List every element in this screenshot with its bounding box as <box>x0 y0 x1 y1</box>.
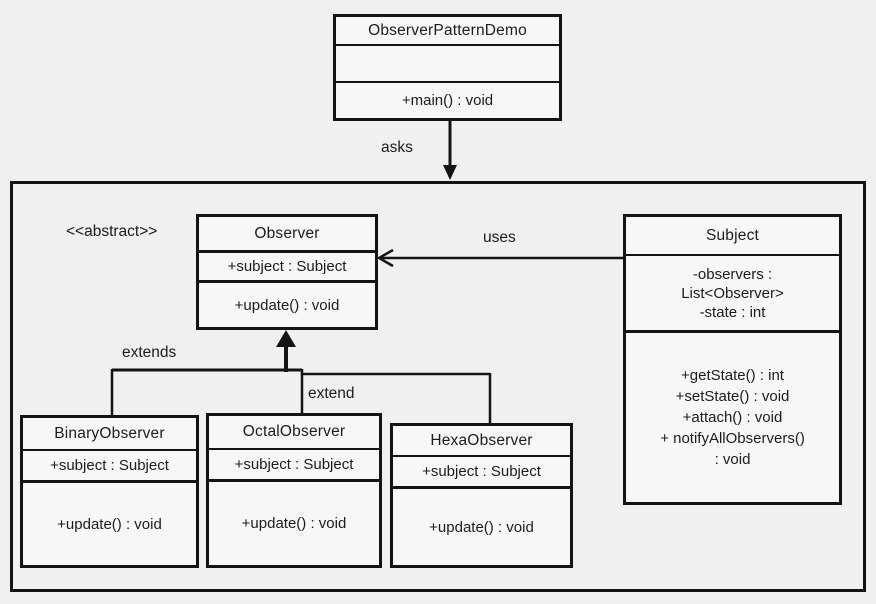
class-name-octalobserver: OctalObserver <box>209 416 379 450</box>
class-box-observerpatterndemo: ObserverPatternDemo +main() : void <box>333 14 562 121</box>
attribute-subject: +subject : Subject <box>50 457 169 474</box>
methods-section: +update() : void <box>393 489 570 565</box>
class-box-binaryobserver: BinaryObserver +subject : Subject +updat… <box>20 415 199 568</box>
methods-section: +main() : void <box>336 83 559 118</box>
method-attach: +attach() : void <box>682 409 783 426</box>
methods-section: +update() : void <box>199 283 375 327</box>
method-update: +update() : void <box>241 515 347 532</box>
class-name-hexaobserver: HexaObserver <box>393 426 570 457</box>
attribute-observers-type: List<Observer> <box>681 284 784 302</box>
class-box-observer: Observer +subject : Subject +update() : … <box>196 214 378 330</box>
class-box-hexaobserver: HexaObserver +subject : Subject +update(… <box>390 423 573 568</box>
method-update: +update() : void <box>429 518 534 536</box>
attribute-subject: +subject : Subject <box>422 463 541 480</box>
attributes-section: +subject : Subject <box>23 451 196 483</box>
class-box-subject: Subject -observers : List<Observer> -sta… <box>623 214 842 505</box>
attributes-section: -observers : List<Observer> -state : int <box>626 256 839 333</box>
method-notifyallobservers: + notifyAllObservers() <box>660 430 805 447</box>
method-update: +update() : void <box>234 296 340 314</box>
relation-label-uses: uses <box>483 229 516 246</box>
class-name-binaryobserver: BinaryObserver <box>23 418 196 451</box>
class-name-observer: Observer <box>199 217 375 253</box>
attribute-observers: -observers : <box>692 265 773 283</box>
method-main: +main() : void <box>401 92 494 109</box>
attribute-state: -state : int <box>699 303 766 321</box>
attributes-section: +subject : Subject <box>209 450 379 482</box>
asks-arrow <box>443 121 457 180</box>
methods-section: +update() : void <box>23 483 196 565</box>
methods-section: +getState() : int +setState() : void +at… <box>626 333 839 502</box>
attributes-section: +subject : Subject <box>393 457 570 489</box>
method-update: +update() : void <box>57 515 162 533</box>
method-notifyallobservers-return: : void <box>714 451 751 468</box>
attribute-subject: +subject : Subject <box>227 258 347 275</box>
method-setstate: +setState() : void <box>675 388 790 405</box>
attributes-section-empty <box>336 46 559 83</box>
stereotype-abstract: <<abstract>> <box>66 223 158 240</box>
attributes-section: +subject : Subject <box>199 253 375 283</box>
attribute-subject: +subject : Subject <box>234 456 354 473</box>
relation-label-asks: asks <box>381 139 413 156</box>
class-name-subject: Subject <box>626 217 839 256</box>
relation-label-extend: extend <box>308 385 355 402</box>
pattern-frame <box>10 181 866 592</box>
method-getstate: +getState() : int <box>681 367 784 384</box>
class-box-octalobserver: OctalObserver +subject : Subject +update… <box>206 413 382 568</box>
class-name-observerpatterndemo: ObserverPatternDemo <box>336 17 559 46</box>
methods-section: +update() : void <box>209 482 379 565</box>
relation-label-extends: extends <box>122 344 177 361</box>
